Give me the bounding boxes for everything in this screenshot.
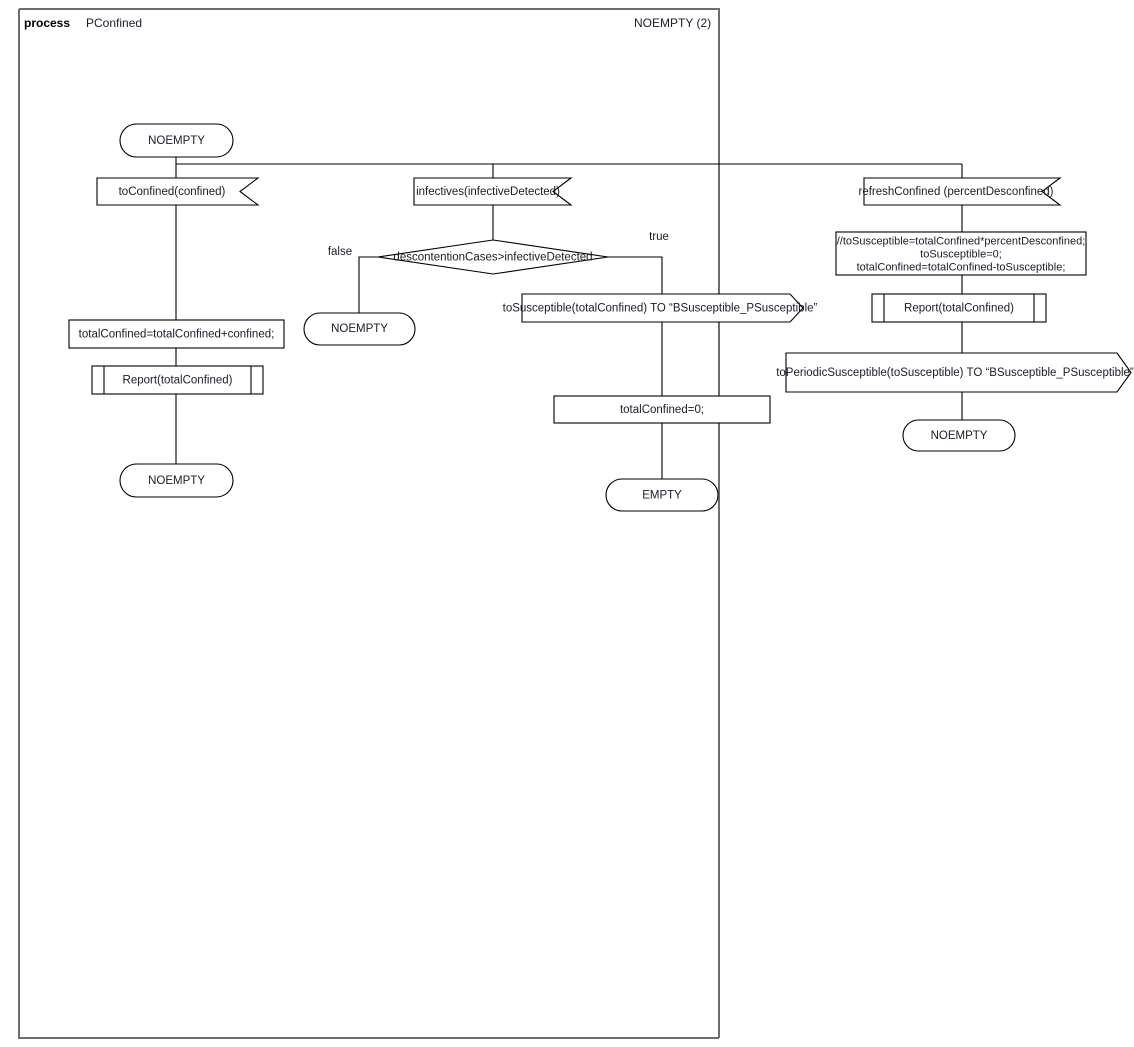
input-infectives-label: infectives(infectiveDetected) [416, 186, 560, 198]
procedure-call-report-right-label: Report(totalConfined) [904, 303, 1014, 315]
task-refresh-line-3: totalConfined=totalConfined-toSusceptibl… [857, 261, 1066, 273]
output-shape [785, 352, 1132, 393]
task-total-confined-zero-label: totalConfined=0; [620, 404, 704, 416]
state-shape [902, 419, 1016, 452]
state-right-noempty[interactable]: NOEMPTY [902, 419, 1016, 452]
output-to-susceptible[interactable]: toSusceptible(totalConfined) TO “BSuscep… [503, 293, 818, 323]
procedure-call-report-right[interactable]: Report(totalConfined) [871, 293, 1047, 323]
output-shape [521, 293, 804, 323]
state-left-noempty[interactable]: NOEMPTY [119, 463, 234, 498]
input-shape [863, 177, 1062, 206]
state-shape [119, 123, 234, 158]
state-middle-false-noempty[interactable]: NOEMPTY [303, 312, 416, 346]
output-to-periodic-susceptible-label: toPeriodicSusceptible(toSusceptible) TO … [776, 367, 1134, 379]
decision-descontention-label: descontentionCases>infectiveDetected [393, 252, 592, 264]
task-refresh-line-2: toSusceptible=0; [920, 248, 1002, 260]
task-total-confined-add[interactable]: totalConfined=totalConfined+confined; [68, 319, 285, 349]
task-total-confined-zero[interactable]: totalConfined=0; [553, 395, 771, 424]
process-frame [18, 8, 720, 1039]
input-refresh-confined[interactable]: refreshConfined (percentDesconfined) [859, 177, 1062, 206]
state-right-noempty-label: NOEMPTY [931, 430, 988, 442]
connector-decision-false [358, 256, 378, 313]
output-to-periodic-susceptible[interactable]: toPeriodicSusceptible(toSusceptible) TO … [776, 352, 1134, 393]
task-shape [553, 395, 771, 424]
decision-true-label: true [649, 231, 669, 243]
procedure-call-report-left-label: Report(totalConfined) [123, 375, 233, 387]
decision-shape [377, 239, 609, 275]
output-to-susceptible-label: toSusceptible(totalConfined) TO “BSuscep… [503, 303, 818, 315]
state-shape [119, 463, 234, 498]
state-start-label: NOEMPTY [148, 135, 205, 147]
procedure-call-shape [871, 293, 1047, 323]
procedure-call-shape [91, 365, 264, 395]
header-process-name: PConfined [86, 16, 142, 30]
task-refresh-confined[interactable]: //toSusceptible=totalConfined*percentDes… [835, 231, 1087, 276]
state-shape [605, 478, 719, 512]
state-start[interactable]: NOEMPTY [119, 123, 234, 158]
state-middle-false-noempty-label: NOEMPTY [331, 323, 388, 335]
state-left-noempty-label: NOEMPTY [148, 475, 205, 487]
task-total-confined-add-label: totalConfined=totalConfined+confined; [79, 329, 275, 341]
input-to-confined[interactable]: toConfined(confined) [96, 177, 260, 206]
state-empty-label: EMPTY [642, 490, 682, 502]
header-state-ref: NOEMPTY (2) [634, 16, 711, 30]
header-keyword: process [24, 16, 70, 30]
procedure-call-report-left[interactable]: Report(totalConfined) [91, 365, 264, 395]
state-empty[interactable]: EMPTY [605, 478, 719, 512]
task-shape [835, 231, 1087, 276]
input-to-confined-label: toConfined(confined) [119, 186, 226, 198]
input-infectives[interactable]: infectives(infectiveDetected) [413, 177, 573, 206]
input-shape [413, 177, 573, 206]
decision-false-label: false [328, 246, 352, 258]
task-refresh-line-1: //toSusceptible=totalConfined*percentDes… [837, 235, 1086, 247]
input-refresh-confined-label: refreshConfined (percentDesconfined) [859, 186, 1054, 198]
connector-decision-true [608, 256, 663, 294]
input-shape [96, 177, 260, 206]
state-shape [303, 312, 416, 346]
task-shape [68, 319, 285, 349]
decision-descontention[interactable]: descontentionCases>infectiveDetected [377, 239, 609, 275]
